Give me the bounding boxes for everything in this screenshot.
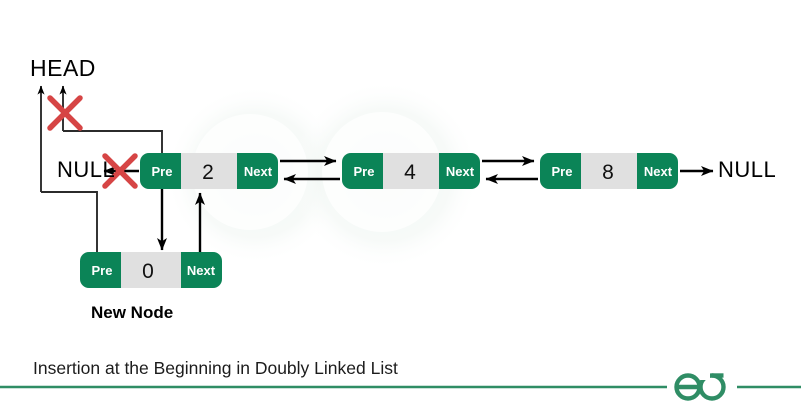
node-new-next-label: Next: [187, 263, 216, 278]
node-2-pre-label: Pre: [152, 164, 173, 179]
node-new-value: 0: [142, 260, 154, 283]
node-8[interactable]: Pre 8 Next: [540, 153, 678, 189]
link-node4-node8: [482, 156, 538, 184]
node-2-value: 2: [202, 161, 214, 184]
head-pointer-new: [37, 85, 98, 254]
node-4-pre-label: Pre: [354, 164, 375, 179]
node-8-value: 8: [602, 161, 614, 184]
node-4-next-label: Next: [446, 164, 475, 179]
node-8-next-label: Next: [644, 164, 673, 179]
figure-caption: Insertion at the Beginning in Doubly Lin…: [33, 358, 398, 378]
node-2[interactable]: Pre 2 Next: [140, 153, 278, 189]
new-node-label: New Node: [91, 303, 174, 322]
cross-out-head-link-icon: [47, 95, 83, 131]
node-2-next-label: Next: [244, 164, 273, 179]
logo-mask: [700, 372, 710, 380]
node-4[interactable]: Pre 4 Next: [342, 153, 480, 189]
link-node2-node4: [280, 156, 340, 184]
null-left-label: NULL: [57, 157, 116, 182]
head-label: HEAD: [30, 55, 96, 81]
geeksforgeeks-logo: [674, 373, 726, 401]
node-4-value: 4: [404, 161, 416, 184]
node-8-pre-label: Pre: [552, 164, 573, 179]
node-new[interactable]: Pre 0 Next: [80, 252, 222, 288]
node-new-pre-label: Pre: [92, 263, 113, 278]
null-right-label: NULL: [718, 157, 777, 182]
cross-out-pre-null-icon: [102, 153, 138, 189]
